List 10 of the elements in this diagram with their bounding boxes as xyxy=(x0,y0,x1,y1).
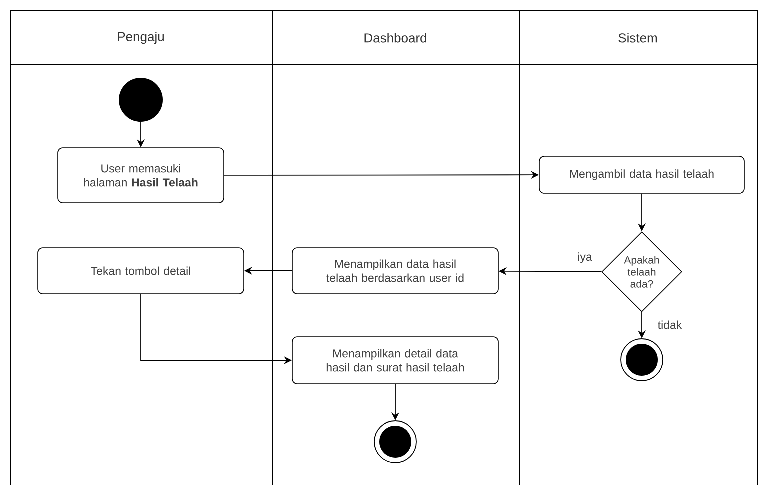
edge-label: tidak xyxy=(656,320,684,330)
end-node xyxy=(620,338,664,382)
activity-box: Menampilkan data hasil telaah berdasarkan user id xyxy=(292,248,499,294)
start-node xyxy=(119,78,163,122)
activity-box: Menampilkan detail data hasil dan surat hasil telaah xyxy=(292,336,499,384)
activity-box: User memasuki halaman Hasil Telaah xyxy=(58,148,224,204)
activity-box: Tekan tombol detail xyxy=(38,248,244,294)
activity-box: Mengambil data hasil telaah xyxy=(539,156,745,194)
edge-label: iya xyxy=(576,252,594,264)
end-node xyxy=(374,420,417,464)
